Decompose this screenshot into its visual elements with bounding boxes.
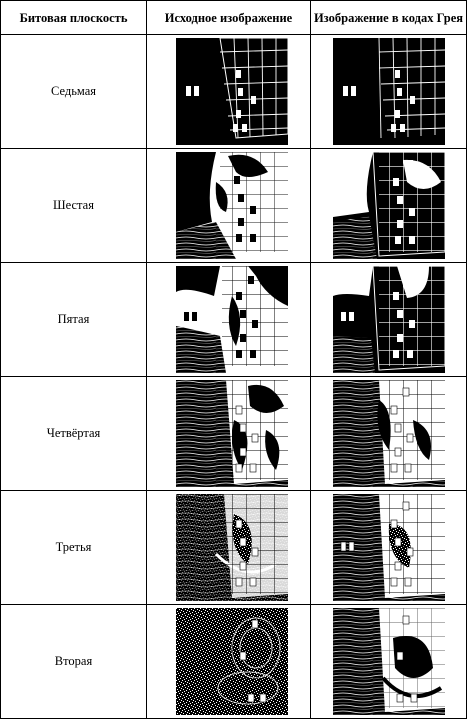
table-row: Седьмая	[0, 34, 467, 149]
bitplane-label: Седьмая	[0, 34, 147, 149]
gray-code-bitplane-image	[333, 266, 445, 373]
original-bitplane-image	[176, 266, 288, 373]
table-row: Третья	[0, 490, 467, 605]
original-bitplane-image	[176, 152, 288, 259]
table-row: Пятая	[0, 262, 467, 377]
bitplane-label: Третья	[0, 490, 147, 605]
table-row: Шестая	[0, 148, 467, 263]
original-bitplane-image	[176, 380, 288, 487]
header-original: Исходное изображение	[146, 0, 311, 35]
gray-code-bitplane-image	[333, 494, 445, 601]
gray-code-bitplane-image	[333, 152, 445, 259]
original-bitplane-image	[176, 608, 288, 715]
gray-code-bitplane-image	[333, 38, 445, 145]
bitplane-label: Четвёртая	[0, 376, 147, 491]
header-row: Битовая плоскость Исходное изображение И…	[0, 0, 467, 35]
table-row: Вторая	[0, 604, 467, 719]
original-bitplane-image	[176, 38, 288, 145]
header-gray: Изображение в кодах Грея	[310, 0, 467, 35]
original-bitplane-image	[176, 494, 288, 601]
table-row: Четвёртая	[0, 376, 467, 491]
header-bitplane: Битовая плоскость	[0, 0, 147, 35]
gray-code-bitplane-image	[333, 608, 445, 715]
bitplane-label: Шестая	[0, 148, 147, 263]
gray-code-bitplane-image	[333, 380, 445, 487]
bitplane-label: Вторая	[0, 604, 147, 719]
bitplane-label: Пятая	[0, 262, 147, 377]
